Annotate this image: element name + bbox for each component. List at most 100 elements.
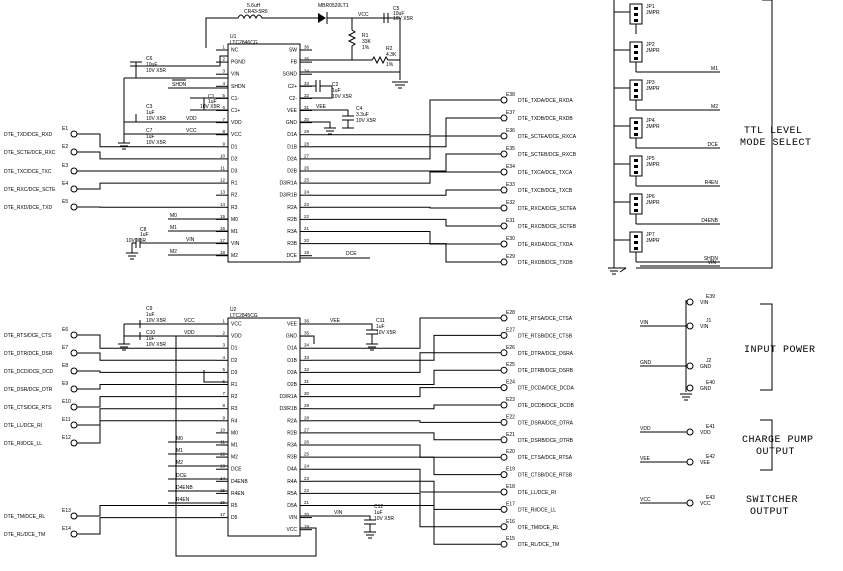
jumper-ref: JP7: [646, 232, 655, 238]
test-point-ref: E7: [62, 345, 68, 351]
pin-name: D2A: [287, 156, 297, 162]
c2-rating: 10V X5R: [332, 94, 352, 100]
test-point: [500, 401, 508, 409]
pin-name: R2A: [287, 418, 297, 424]
pin-name: D1: [231, 346, 238, 352]
pin-number: 23: [304, 202, 310, 207]
net-label: DTE_RL/DCE_TM: [4, 532, 45, 538]
pin-name: R2A: [287, 205, 297, 211]
test-point-ref: E41: [706, 424, 715, 430]
pin-number: 15: [220, 488, 226, 493]
vcc-net-label: VCC: [358, 12, 369, 18]
net-label: DTE_DTR/DCE_DSR: [4, 351, 53, 357]
net-label: DTE_RTSA/DCE_CTSA: [518, 316, 573, 322]
u2-r4en-label: R4EN: [176, 497, 190, 503]
pin-number: 8: [222, 403, 225, 408]
test-point-ref: E18: [506, 484, 515, 490]
pin-number: 10: [220, 427, 226, 432]
u1-left-nets: DTE_TXD/DCE_RXDE1DTE_SCTE/DCE_RXCE2DTE_T…: [4, 126, 216, 211]
u2-part: LTC2845CG: [230, 313, 258, 319]
input-power-title: INPUT POWER: [744, 345, 816, 356]
pin-name: SW: [289, 48, 297, 54]
test-point: [500, 453, 508, 461]
net-label: DTE_SCTE/DCE_RXC: [4, 150, 56, 156]
pin-name: M2: [231, 253, 238, 259]
pin-number: 26: [304, 440, 310, 445]
net-wire: [312, 334, 501, 361]
ttl-level-title: TTL LEVEL: [744, 126, 803, 137]
pin-number: 25: [304, 178, 310, 183]
jumper-pin: [634, 57, 638, 60]
u1-right-nets: E38DTE_TXDA/DCE_RXDAE37DTE_TXDB/DCE_RXDB…: [312, 92, 577, 266]
u2-m2-label: M2: [176, 460, 183, 466]
pin-name: VCC: [231, 322, 242, 328]
pin-name: VCC: [231, 132, 242, 138]
test-point-ref: E26: [506, 345, 515, 351]
pin-name: D2: [231, 358, 238, 364]
pin-name: R3B: [287, 455, 297, 461]
c10-rating: 10V X5R: [146, 342, 166, 348]
pin-name: D3/R1A: [279, 394, 297, 400]
net-label: DTE_RXC/DCE_SCTE: [4, 187, 56, 193]
power-label: VIN: [700, 324, 709, 330]
pin-number: 22: [304, 488, 310, 493]
c2-ref: C2: [332, 82, 339, 88]
power-label: VIN: [700, 300, 709, 306]
test-point: [500, 132, 508, 140]
pin-number: 25: [304, 452, 310, 457]
pin-name: VIN: [231, 241, 240, 247]
jumper-part: JMPR: [646, 200, 660, 206]
r1-value: 33K: [362, 39, 372, 45]
c3-value: 1uF: [146, 110, 155, 116]
test-point-ref: E20: [506, 449, 515, 455]
pin-name: R4EN: [231, 491, 245, 497]
pin-name: R3: [231, 205, 238, 211]
test-point: [500, 418, 508, 426]
test-point-ref: E11: [62, 417, 71, 423]
u1-m0-label: M0: [170, 213, 177, 219]
pin-number: 14: [220, 202, 226, 207]
net-wire: [312, 171, 501, 184]
test-point-ref: E35: [506, 146, 515, 152]
test-point: [686, 362, 694, 370]
net-label: DTE_DSRA/DCE_DTRA: [518, 420, 574, 426]
c11-value: 1uF: [376, 324, 385, 330]
r2-tol: 1%: [386, 62, 394, 68]
pin-name: R3A: [287, 443, 297, 449]
pin-number: 23: [304, 476, 310, 481]
test-point: [70, 148, 78, 156]
net-wire: [312, 505, 501, 545]
jumper-net-label: R4EN: [705, 180, 719, 186]
test-point-ref: E17: [506, 501, 515, 507]
u1-vdd-label: VDD: [186, 116, 197, 122]
net-wire: [312, 369, 501, 385]
test-point-ref: E22: [506, 414, 515, 420]
test-point: [500, 366, 508, 374]
pin-number: 7: [222, 391, 225, 396]
pin-name: D3: [231, 169, 238, 175]
pin-name: C2-: [289, 96, 297, 102]
jumper-part: JMPR: [646, 10, 660, 16]
test-point-ref: E10: [62, 399, 71, 405]
pin-number: 32: [304, 367, 310, 372]
net-wire: [77, 182, 216, 190]
pin-name: R2: [231, 394, 238, 400]
pin-number: 19: [304, 250, 310, 255]
u2-dce-label: DCE: [176, 473, 187, 479]
boost-converter: 5.6uH CR43-5R6 MBR0520LT1 VCC C5 10uF 10…: [205, 3, 413, 89]
c9-value: 1uF: [146, 312, 155, 318]
pin-number: 4: [222, 355, 225, 360]
test-point-ref: E12: [62, 435, 71, 441]
test-point: [70, 512, 78, 520]
pin-name: C1+: [231, 108, 240, 114]
test-point: [70, 130, 78, 138]
c8-rating: 10V X5R: [126, 238, 146, 244]
net-wire: [312, 189, 501, 196]
jumper-pin: [634, 45, 638, 48]
net-label: DTE_TXCA/DCE_TXCA: [518, 170, 573, 176]
test-point: [70, 403, 78, 411]
net-wire: [77, 505, 216, 517]
test-point-ref: E33: [506, 182, 515, 188]
c5-value: 10uF: [393, 11, 404, 17]
pin-number: 15: [220, 214, 226, 219]
